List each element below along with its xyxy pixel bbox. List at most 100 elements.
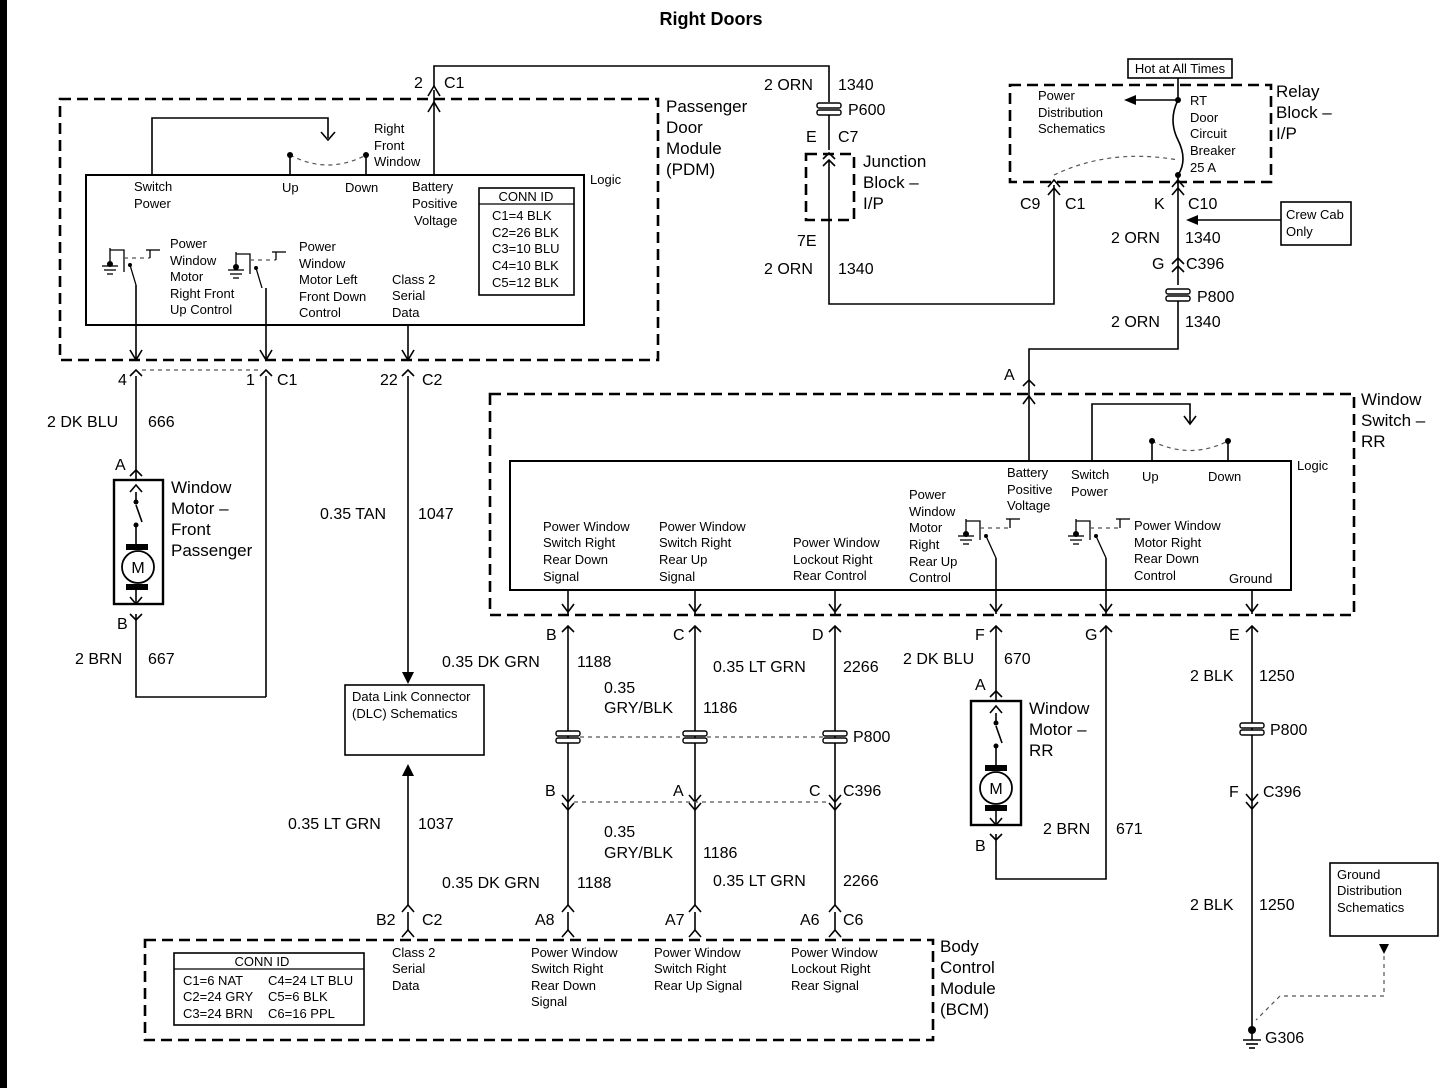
bcm-sig-down-4: Signal <box>531 994 567 1009</box>
wsrr-sig-down-3: Rear Down <box>543 552 608 567</box>
pdm-pw-down-2: Window <box>299 256 346 271</box>
wsrr-pin-e: E <box>1229 627 1240 644</box>
relay-wire-gauge-2: 2 ORN <box>1111 314 1160 331</box>
bcm-name-2: Control <box>940 958 995 977</box>
wsrr-battery-1: Battery <box>1007 465 1049 480</box>
rr-motor-pin-b: B <box>975 838 986 855</box>
dlc-section: 0.35 TAN 1047 Data Link Connector (DLC) … <box>288 376 485 913</box>
p600-connector-symbol <box>816 102 842 109</box>
dlc-wire-gauge-a: 0.35 TAN <box>320 506 386 523</box>
p800-connector-top <box>1165 288 1191 295</box>
relay-c10: C10 <box>1188 196 1217 213</box>
left-border <box>0 0 7 1088</box>
relay-block: Hot at All Times Relay Block – I/P Power… <box>1004 58 1352 392</box>
wsrr-ground: Ground <box>1229 571 1272 586</box>
pdm-conn-id-row: C3=10 BLU <box>492 241 560 256</box>
pds-2: Distribution <box>1038 105 1103 120</box>
wsrr-battery-2: Positive <box>1007 482 1053 497</box>
pdm-class2-2: Serial <box>392 288 425 303</box>
window-switch-rr: Window Switch – RR Logic Battery Positiv… <box>488 390 1426 617</box>
top-wire-circuit: 1340 <box>838 77 874 94</box>
dlc-box-1: Data Link Connector <box>352 689 471 704</box>
pdm-conn-id-row: C5=12 BLK <box>492 275 559 290</box>
wsrr-motor-up-1: Power <box>909 487 947 502</box>
dlc-wire-circuit-a: 1047 <box>418 506 454 523</box>
c7-pin-e: E <box>806 129 817 146</box>
bcm-pin-a8: A8 <box>535 912 555 929</box>
front-motor-wire-gauge-b: 2 BRN <box>75 651 122 668</box>
pin-chevrons <box>129 368 415 377</box>
front-motor-wire-circuit-a: 666 <box>148 414 175 431</box>
wsrr-name-2: Switch – <box>1361 411 1426 430</box>
bcm-class2-2: Serial <box>392 961 425 976</box>
junction-block-1: Junction <box>863 152 926 171</box>
p800-connector-ground <box>1239 722 1265 729</box>
wsrr-battery-3: Voltage <box>1007 498 1050 513</box>
pdm-switch-arc <box>289 154 367 166</box>
pdm-conn-id-title: CONN ID <box>499 189 554 204</box>
pdm-connector-c1-bottom: C1 <box>277 372 298 389</box>
bcm-pin-a6: A6 <box>800 912 820 929</box>
pdm-name-1: Passenger <box>666 97 748 116</box>
pdm-switch-power-wire <box>151 117 329 175</box>
g306-label: G306 <box>1265 1030 1304 1047</box>
p800-connectors-mid <box>555 730 848 744</box>
gry-gauge-1: 0.35 <box>604 680 635 697</box>
relay-c9: C9 <box>1020 196 1041 213</box>
breaker-5: 25 A <box>1190 160 1216 175</box>
front-motor-name-3: Front <box>171 520 211 539</box>
gds-arrow <box>1379 944 1389 954</box>
wsrr-down: Down <box>1208 469 1241 484</box>
wsrr-pin-f: F <box>975 627 985 644</box>
pdm-connector-c1-top: C1 <box>444 75 465 92</box>
wsrr-sig-down-4: Signal <box>543 569 579 584</box>
wsrr-lockout-2: Lockout Right <box>793 552 873 567</box>
pdm-connector-c2: C2 <box>422 372 443 389</box>
pdm-pin-4: 4 <box>118 372 127 389</box>
wsrr-sig-up-1: Power Window <box>659 519 746 534</box>
pdm-rf-window-3: Window <box>374 154 421 169</box>
wsrr-motor-up-4: Right <box>909 537 940 552</box>
breaker-1: RT <box>1190 93 1207 108</box>
junction-wire-circuit: 1340 <box>838 261 874 278</box>
pdm-pw-down-5: Control <box>299 305 341 320</box>
front-motor-pin-a: A <box>115 457 126 474</box>
bcm-lockout-3: Rear Signal <box>791 978 859 993</box>
bcm-dashed-outline <box>143 938 935 1042</box>
c396-pin-a: A <box>673 783 684 800</box>
crew-cab-2: Only <box>1286 224 1313 239</box>
c396-pin-b: B <box>545 783 556 800</box>
junction-block-2: Block – <box>863 173 919 192</box>
bcm-name-4: (BCM) <box>940 1000 989 1019</box>
bcm-conn-id-right: C4=24 LT BLU <box>268 973 353 988</box>
c396-label-top: C396 <box>1186 256 1224 273</box>
pdm-relay-up-symbol <box>102 248 160 286</box>
pdm-switch-power-1: Switch <box>134 179 172 194</box>
bcm-name-3: Module <box>940 979 996 998</box>
crew-cab-arrow <box>1186 215 1198 225</box>
rr-motor-wire-circuit-b: 671 <box>1116 821 1143 838</box>
wsrr-name-3: RR <box>1361 432 1386 451</box>
rr-motor-name-3: RR <box>1029 741 1054 760</box>
pdm-pw-up-3: Motor <box>170 269 204 284</box>
c396-pin-c: C <box>809 783 821 800</box>
bcm-sig-down-2: Switch Right <box>531 961 604 976</box>
front-motor-name-4: Passenger <box>171 541 253 560</box>
ground-wire-circuit-1: 1250 <box>1259 668 1295 685</box>
bcm-connector-c6: C6 <box>843 912 864 929</box>
relay-block-outline <box>1008 83 1273 184</box>
c7-label: C7 <box>838 129 859 146</box>
ground-wire-circuit-2: 1250 <box>1259 897 1295 914</box>
rr-motor-name-1: Window <box>1029 699 1090 718</box>
wsrr-sig-down-2: Switch Right <box>543 535 616 550</box>
bcm-signal-wires: 0.35 DK GRN 1188 0.35 GRY/BLK 1186 0.35 … <box>442 626 890 913</box>
wsrr-sig-up-2: Switch Right <box>659 535 732 550</box>
wsrr-sig-up-4: Signal <box>659 569 695 584</box>
wsrr-logic-box <box>509 460 1292 591</box>
bcm-class2-1: Class 2 <box>392 945 435 960</box>
wsrr-motor-up-2: Window <box>909 504 956 519</box>
junction-pin-7e: 7E <box>797 233 817 250</box>
bcm-lockout-1: Power Window <box>791 945 878 960</box>
pdm-rf-window-2: Front <box>374 138 405 153</box>
wsrr-pin-a: A <box>1004 367 1015 384</box>
